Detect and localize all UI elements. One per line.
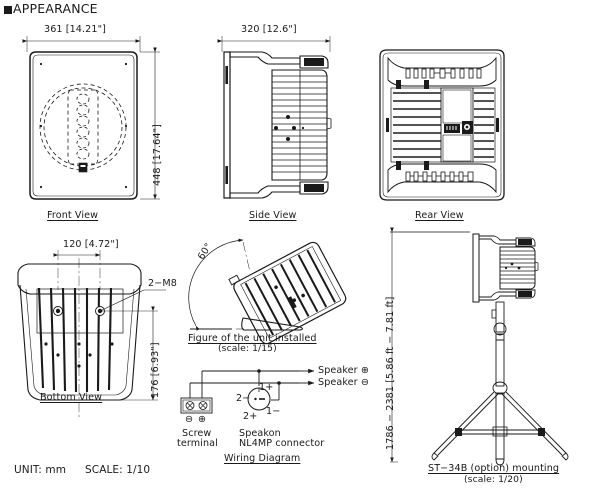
speakon-pin-2-plus: 2+ (243, 411, 258, 422)
bottom-height-dimension: 176 [6.93"] (150, 342, 161, 398)
installed-figure-scale: (scale: 1/15) (218, 343, 277, 354)
stand-mounting-scale: (scale: 1/20) (464, 474, 523, 485)
unit-note: UNIT: mm (14, 464, 67, 476)
bottom-view-caption: Bottom View (40, 392, 103, 403)
front-view-caption: Front View (47, 210, 99, 221)
scale-note: SCALE: 1/10 (85, 464, 151, 476)
speakon-label-line1: Speakon (239, 428, 281, 439)
screw-terminal-label-line1: Screw (182, 428, 212, 439)
installed-figure-drawing (188, 238, 347, 345)
screw-terminal-label-line2: terminal (177, 438, 218, 449)
front-width-dimension: 361 [14.21"] (44, 24, 106, 35)
screw-terminal-positive-symbol: ⊕ (198, 414, 207, 425)
wiring-diagram-caption: Wiring Diagram (224, 453, 301, 464)
stand-mounting-caption: ST−34B (option) mounting (428, 463, 560, 474)
stand-mounting-drawing (390, 227, 569, 466)
side-depth-dimension: 320 [12.6"] (241, 24, 297, 35)
speaker-positive-label: Speaker ⊕ (318, 365, 370, 376)
side-view-drawing (217, 36, 332, 199)
thread-callout-2-m8: 2−M8 (148, 278, 177, 289)
page-title-text: APPEARANCE (13, 1, 98, 16)
bottom-view-drawing (17, 250, 166, 420)
side-view-caption: Side View (249, 210, 297, 221)
screw-terminal-negative-symbol: ⊖ (185, 414, 194, 425)
speaker-negative-label: Speaker ⊖ (318, 377, 370, 388)
bottom-hole-spacing-dimension: 120 [4.72"] (63, 239, 119, 250)
speakon-pin-1-minus: 1− (266, 406, 281, 417)
speakon-pin-1-plus: 1+ (259, 382, 274, 393)
rear-view-caption: Rear View (415, 210, 464, 221)
speakon-label-line2: NL4MP connector (239, 438, 325, 449)
speakon-pin-2-minus: 2− (236, 393, 251, 404)
front-height-dimension: 448 [17.64"] (152, 124, 163, 186)
front-view-drawing (22, 36, 160, 200)
bullet-square-icon (4, 6, 12, 14)
rear-view-drawing (379, 49, 505, 201)
wiring-diagram-drawing (180, 368, 315, 414)
installed-figure-caption: Figure of the unit installed (188, 333, 317, 344)
page-title: APPEARANCE (4, 1, 98, 16)
stand-height-dimension: 1786 − 2381 [5.86 ft − 7.81 ft] (385, 296, 396, 450)
